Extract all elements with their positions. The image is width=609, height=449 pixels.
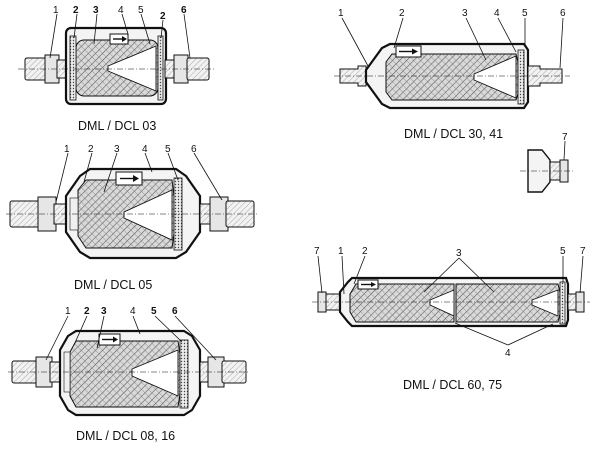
callout-7: 7 [562,132,568,143]
core-2-cone-cavity [531,289,559,317]
panel-dcl-08-16: 1 2 3 4 5 6 DML / DCL 08, 16 [8,306,250,443]
core-cone-cavity [123,189,173,241]
callout-4: 4 [142,144,148,155]
callout-7-left: 7 [314,246,320,257]
callout-4: 4 [505,348,511,359]
callout-1: 1 [338,246,344,257]
callout-5: 5 [560,246,566,257]
callout-1: 1 [338,8,344,19]
callouts-dcl-03: 1 2 3 4 5 2 6 [49,5,191,59]
drier-body-dcl-30-41 [334,42,570,110]
callouts-dcl-05: 1 2 3 4 5 6 [55,144,223,203]
callout-1: 1 [65,306,71,317]
outlet-screen [157,35,164,101]
callouts-dcl-08-16: 1 2 3 4 5 6 [45,306,217,361]
core-cone-cavity [107,45,157,92]
callout-1: 1 [64,144,70,155]
callout-4: 4 [494,8,500,19]
panel-dcl-60-75: 7 1 2 3 5 7 4 DML / DCL 60, 75 [312,246,590,392]
caption-dcl-60-75: DML / DCL 60, 75 [403,378,502,392]
outlet-screen [559,281,566,325]
callouts-dcl-30-41: 1 2 3 4 5 6 [338,8,566,69]
callout-3: 3 [93,5,99,16]
caption-dcl-30-41: DML / DCL 30, 41 [404,127,503,141]
callout-5: 5 [165,144,171,155]
callout-3: 3 [114,144,120,155]
callout-4: 4 [118,5,124,16]
caption-dcl-08-16: DML / DCL 08, 16 [76,429,175,443]
core-1-cone-cavity [429,289,455,317]
caption-dcl-05: DML / DCL 05 [74,278,152,292]
callout-2: 2 [73,5,79,16]
callouts-dcl-60-75: 7 1 2 3 5 7 4 [314,246,586,359]
callout-2: 2 [88,144,94,155]
panel-dcl-30-41: 1 2 3 4 5 6 DML / DCL 30, 41 [334,8,570,141]
callout-6: 6 [181,5,187,16]
desiccant-core [385,53,519,101]
callout-2: 2 [84,306,90,317]
callout-4: 4 [130,306,136,317]
core-cone-cavity [131,349,179,397]
drier-body-dcl-60-75 [312,276,590,328]
callout-1: 1 [53,5,59,16]
callout-2: 2 [362,246,368,257]
core-cone-cavity [473,55,517,99]
callout-3: 3 [462,8,468,19]
callout-6: 6 [560,8,566,19]
drier-body-dcl-08-16 [8,329,250,417]
callout-2: 2 [399,8,405,19]
panel-detail-7: 7 [520,132,574,193]
desiccant-core-1 [349,283,455,323]
outlet-screen [517,49,525,105]
callout-7-right: 7 [580,246,586,257]
inlet-screen [69,35,77,101]
callout-5: 5 [522,8,528,19]
callout-6: 6 [191,144,197,155]
callout-2-outlet: 2 [160,11,166,22]
callout-3: 3 [101,306,107,317]
callout-5: 5 [138,5,144,16]
outlet-screen [179,339,189,409]
callout-3: 3 [456,248,462,259]
callout-5: 5 [151,306,157,317]
drier-body-dcl-05 [6,167,258,260]
callout-6: 6 [172,306,178,317]
caption-dcl-03: DML / DCL 03 [78,119,156,133]
panel-dcl-03: 1 2 3 4 5 2 6 DML / DCL 03 [18,5,216,133]
drier-body-dcl-03 [18,26,216,106]
panel-dcl-05: 1 2 3 4 5 6 DML / DCL 05 [6,144,258,292]
